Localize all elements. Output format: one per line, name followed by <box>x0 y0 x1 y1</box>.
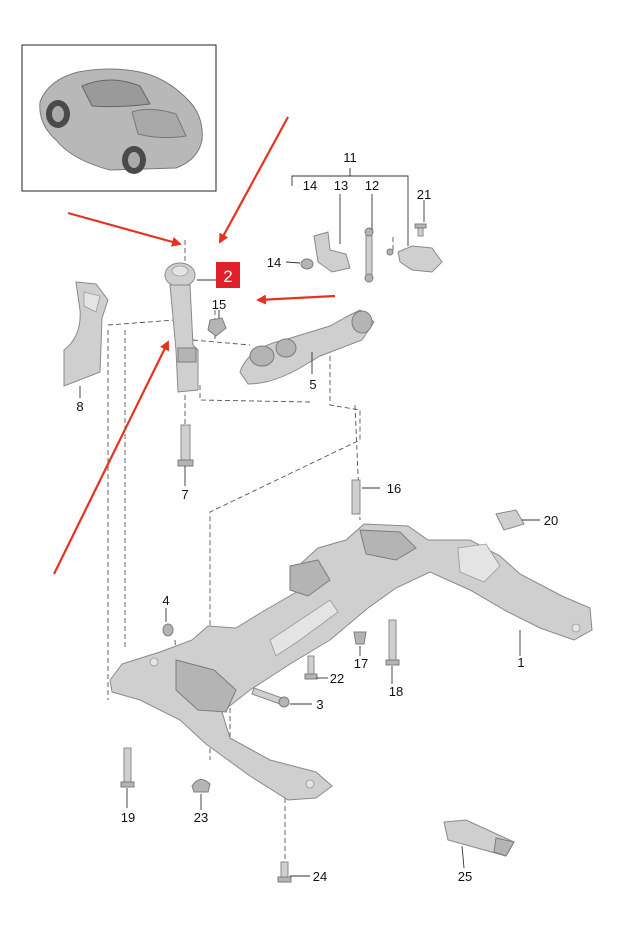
part-11-sensor <box>386 245 443 273</box>
part-4-nut <box>162 623 174 637</box>
callout-24: 24 <box>313 869 327 884</box>
callout-8: 8 <box>76 399 83 414</box>
callout-18: 18 <box>389 684 403 699</box>
part-22-bolt <box>304 655 318 680</box>
part-21-screw <box>414 223 427 237</box>
callout-17: 17 <box>354 656 368 671</box>
part-24-bolt <box>277 861 292 883</box>
callout-14-top: 14 <box>303 178 317 193</box>
part-13-bracket <box>313 231 351 273</box>
callout-22: 22 <box>330 671 344 686</box>
callout-7: 7 <box>181 487 188 502</box>
car-thumbnail-icon <box>39 68 203 174</box>
callout-11: 11 <box>343 150 357 165</box>
car-thumbnail <box>21 44 217 192</box>
callout-4: 4 <box>162 593 169 608</box>
callout-13: 13 <box>334 178 348 193</box>
part-7-bolt <box>177 424 194 467</box>
leader-lines <box>79 168 540 877</box>
part-18-bolt <box>385 619 400 666</box>
callout-5: 5 <box>309 377 316 392</box>
part-14-nut <box>300 258 314 270</box>
part-1-subframe <box>109 523 593 801</box>
callout-14-side: 14 <box>267 255 281 270</box>
part-23-cap <box>191 779 211 793</box>
callout-25: 25 <box>458 869 472 884</box>
red-arrow-icon <box>53 116 336 575</box>
part-17-bushing <box>353 631 367 645</box>
part-5-control-arm <box>239 309 375 385</box>
callout-12: 12 <box>365 178 379 193</box>
callout-21: 21 <box>417 187 431 202</box>
callout-labels: 11 14 13 12 21 14 15 5 8 7 16 20 4 1 17 … <box>76 150 558 884</box>
part-20-clip <box>495 509 525 531</box>
callout-23: 23 <box>194 810 208 825</box>
callout-20: 20 <box>544 513 558 528</box>
part-3-bolt <box>251 687 290 708</box>
part-25-tube <box>443 819 515 857</box>
callout-3: 3 <box>316 697 323 712</box>
part-15-nut <box>207 317 227 337</box>
callout-16: 16 <box>387 481 401 496</box>
callout-1: 1 <box>517 655 524 670</box>
callout-15: 15 <box>212 297 226 312</box>
part-16-stud <box>351 479 361 515</box>
part-8-shield <box>63 281 109 387</box>
part-12-rod <box>364 227 374 283</box>
callout-19: 19 <box>121 810 135 825</box>
part-19-bolt <box>120 747 135 788</box>
highlight-label: 2 <box>223 267 232 286</box>
part-2-link <box>164 262 199 393</box>
highlight-badge: 2 <box>216 262 240 288</box>
